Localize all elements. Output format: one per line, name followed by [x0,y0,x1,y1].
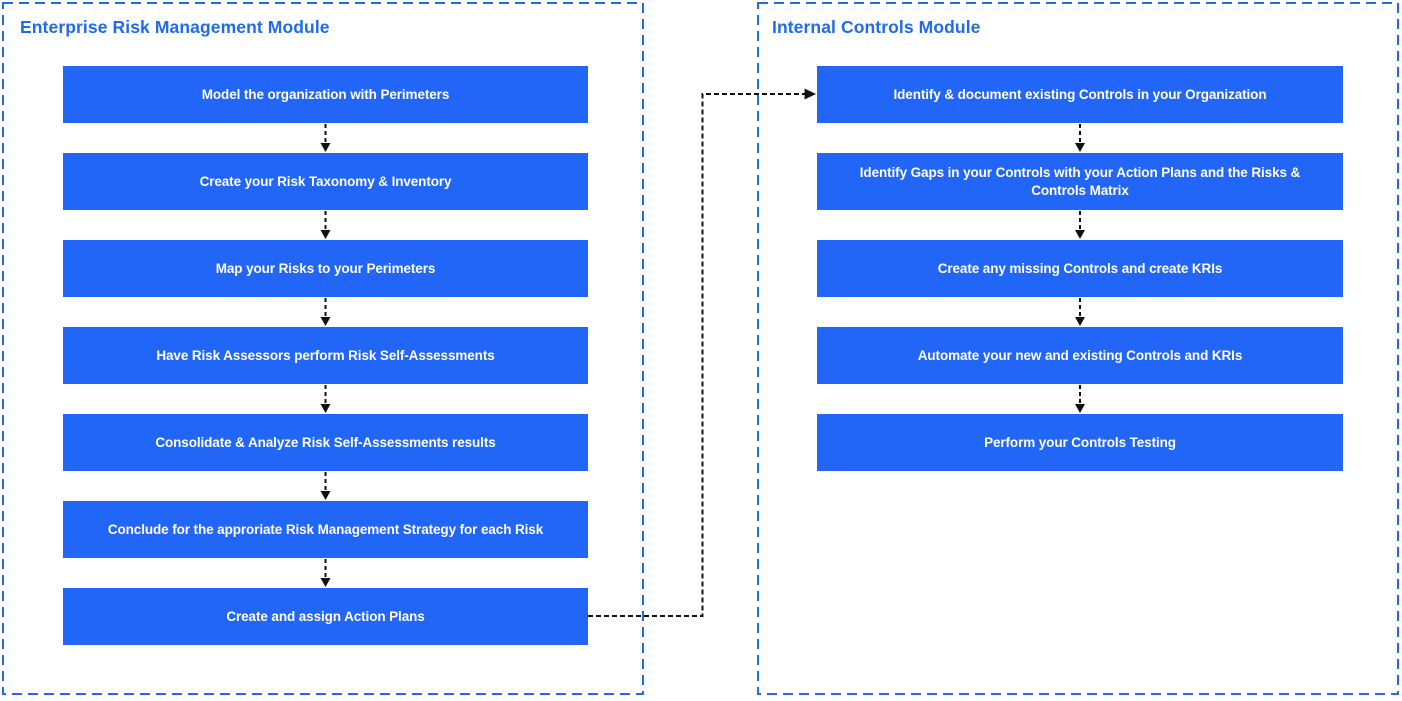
erm-step-self-assessments: Have Risk Assessors perform Risk Self-As… [63,327,588,384]
connector-line [588,93,805,617]
arrow-head [1075,230,1085,239]
arrow-head [1075,317,1085,326]
down-arrow-icon [320,211,331,239]
ic-step-create-missing-controls: Create any missing Controls and create K… [817,240,1343,297]
arrow-head [1075,404,1085,413]
arrow-head [320,230,331,239]
erm-step-map-risks: Map your Risks to your Perimeters [63,240,588,297]
ic-step-controls-testing: Perform your Controls Testing [817,414,1343,471]
erm-step-consolidate-analyze: Consolidate & Analyze Risk Self-Assessme… [63,414,588,471]
down-arrow-icon [1075,124,1085,152]
down-arrow-icon [320,385,331,413]
arrow-head [320,317,331,326]
arrow-head [320,491,331,500]
down-arrow-icon [320,124,331,152]
down-arrow-icon [320,559,331,587]
erm-step-action-plans: Create and assign Action Plans [63,588,588,645]
arrow-head [1075,143,1085,152]
down-arrow-icon [1075,385,1085,413]
down-arrow-icon [1075,211,1085,239]
arrow-head [320,143,331,152]
ic-step-identify-controls: Identify & document existing Controls in… [817,66,1343,123]
erm-step-conclude-strategy: Conclude for the approriate Risk Managem… [63,501,588,558]
down-arrow-icon [320,472,331,500]
ic-module-title: Internal Controls Module [772,17,981,37]
down-arrow-icon [320,298,331,326]
arrow-head [320,404,331,413]
erm-module-title: Enterprise Risk Management Module [20,17,330,37]
down-arrow-icon [1075,298,1085,326]
arrow-head [320,578,331,587]
arrow-head [804,88,816,100]
ic-step-automate-controls: Automate your new and existing Controls … [817,327,1343,384]
erm-step-model-organization: Model the organization with Perimeters [63,66,588,123]
ic-step-identify-gaps: Identify Gaps in your Controls with your… [817,153,1343,210]
erm-step-risk-taxonomy: Create your Risk Taxonomy & Inventory [63,153,588,210]
cross-module-connector-arrow [588,88,816,617]
